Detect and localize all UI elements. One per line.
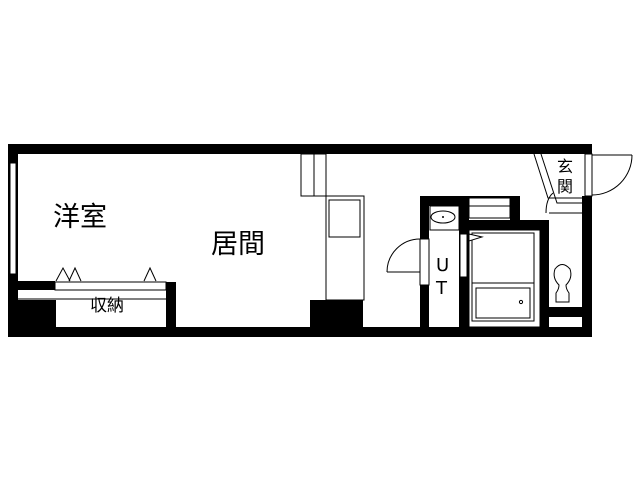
right-wall — [582, 196, 592, 337]
toilet-room — [549, 264, 582, 317]
bathtub — [475, 287, 531, 319]
closet-mark — [68, 266, 82, 282]
kitchen-counter — [325, 195, 365, 301]
room-label-ut-u: U — [436, 255, 449, 276]
toilet-icon — [553, 264, 572, 303]
closet-mark — [143, 266, 157, 282]
room-label-closet: 収納 — [90, 296, 124, 316]
closet-top-wall — [18, 281, 55, 290]
room-label-living: 居間 — [211, 229, 265, 260]
washbasin — [429, 205, 460, 231]
entrance-area — [533, 153, 593, 214]
sink — [328, 199, 361, 238]
closet-shelf — [54, 281, 167, 291]
kitchen-block — [310, 300, 363, 330]
washbasin-icon — [430, 210, 456, 224]
room-label-western: 洋室 — [53, 202, 107, 233]
top-wall — [8, 144, 592, 154]
bottom-wall — [8, 327, 592, 337]
entrance-door-swing — [591, 154, 633, 196]
closet-corner-block — [18, 300, 56, 330]
shelf-box — [468, 197, 511, 219]
drain-icon — [518, 299, 524, 305]
faucet-icon — [468, 233, 484, 242]
room-label-entrance-1: 玄 — [557, 157, 573, 176]
closet-structure — [18, 266, 176, 337]
kitchen-unit — [300, 153, 365, 301]
room-label-entrance-2: 関 — [557, 177, 573, 196]
utility-door-swing — [386, 238, 421, 273]
closet-mark — [55, 266, 71, 282]
room-label-ut-t: T — [435, 278, 448, 299]
bathroom — [468, 229, 541, 328]
closet-right-wall — [166, 282, 176, 337]
bath-door — [459, 233, 468, 278]
left-window — [9, 162, 17, 275]
